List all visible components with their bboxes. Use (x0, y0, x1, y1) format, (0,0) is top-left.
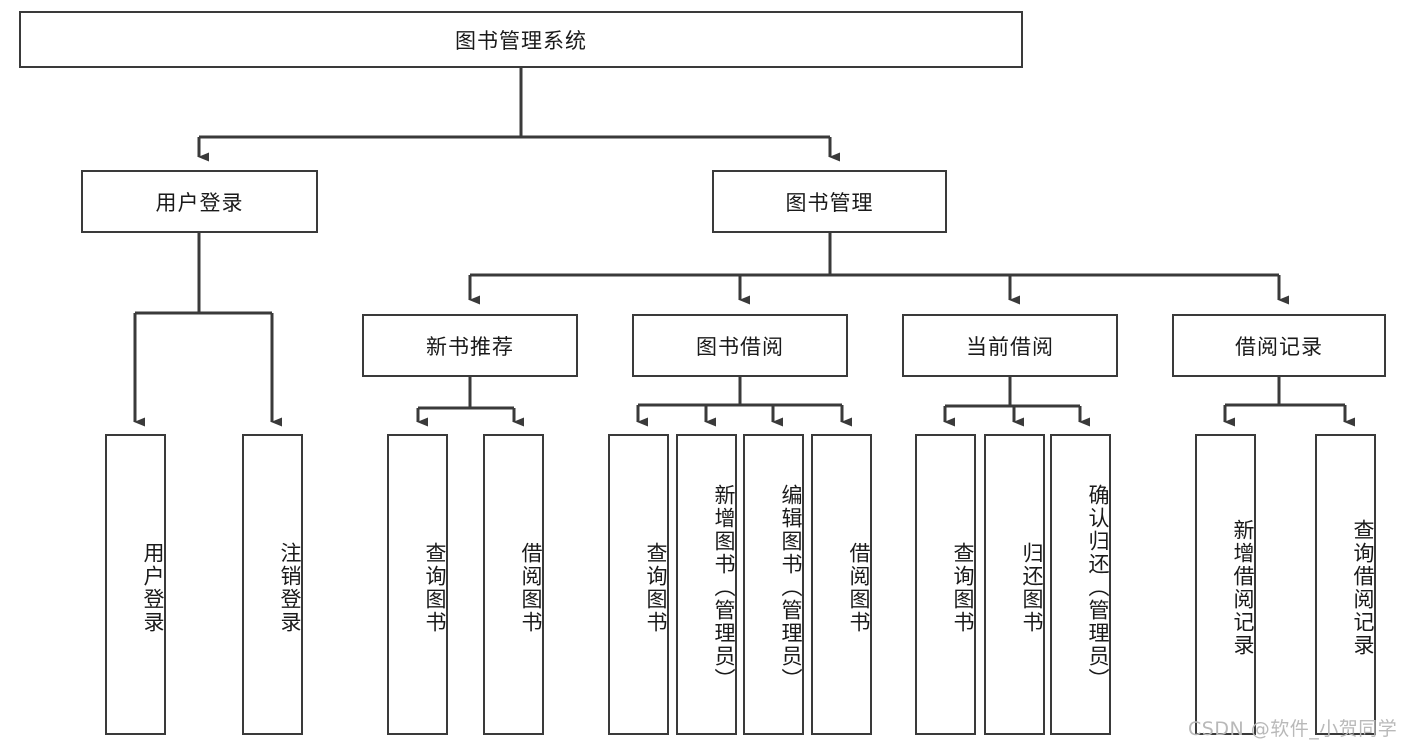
leaf-record-add-record[interactable]: 新增借阅记录 (1195, 434, 1256, 735)
leaf-borrow-edit-book-admin[interactable]: 编辑图书（管理员） (743, 434, 804, 735)
node-book-management[interactable]: 图书管理 (712, 170, 947, 233)
node-current-borrow[interactable]: 当前借阅 (902, 314, 1118, 377)
leaf-label: 查询图书 (951, 541, 975, 634)
leaf-current-query-book[interactable]: 查询图书 (915, 434, 976, 735)
leaf-label: 用户登录 (141, 541, 165, 634)
node-borrow-record[interactable]: 借阅记录 (1172, 314, 1386, 377)
leaf-label: 查询借阅记录 (1351, 518, 1375, 657)
leaf-recommend-query-book[interactable]: 查询图书 (387, 434, 448, 735)
leaf-borrow-query-book[interactable]: 查询图书 (608, 434, 669, 735)
leaf-label: 借阅图书 (519, 541, 543, 634)
leaf-label: 新增图书（管理员） (712, 484, 736, 691)
leaf-label: 归还图书 (1020, 541, 1044, 634)
watermark-text: CSDN @软件_小贺同学 (1188, 718, 1398, 740)
leaf-label: 新增借阅记录 (1231, 518, 1255, 657)
node-book-borrow[interactable]: 图书借阅 (632, 314, 848, 377)
leaf-recommend-borrow-book[interactable]: 借阅图书 (483, 434, 544, 735)
leaf-label: 查询图书 (644, 541, 668, 634)
leaf-record-query-record[interactable]: 查询借阅记录 (1315, 434, 1376, 735)
leaf-current-return-book[interactable]: 归还图书 (984, 434, 1045, 735)
leaf-borrow-borrow-book[interactable]: 借阅图书 (811, 434, 872, 735)
leaf-label: 借阅图书 (847, 541, 871, 634)
leaf-current-confirm-return-admin[interactable]: 确认归还（管理员） (1050, 434, 1111, 735)
leaf-borrow-add-book-admin[interactable]: 新增图书（管理员） (676, 434, 737, 735)
leaf-user-login-login[interactable]: 用户登录 (105, 434, 166, 735)
node-root-system[interactable]: 图书管理系统 (19, 11, 1023, 68)
leaf-label: 编辑图书（管理员） (779, 484, 803, 691)
leaf-label: 确认归还（管理员） (1086, 484, 1110, 691)
leaf-label: 注销登录 (278, 541, 302, 634)
leaf-user-login-logout[interactable]: 注销登录 (242, 434, 303, 735)
node-user-login[interactable]: 用户登录 (81, 170, 318, 233)
leaf-label: 查询图书 (423, 541, 447, 634)
node-new-book-recommend[interactable]: 新书推荐 (362, 314, 578, 377)
